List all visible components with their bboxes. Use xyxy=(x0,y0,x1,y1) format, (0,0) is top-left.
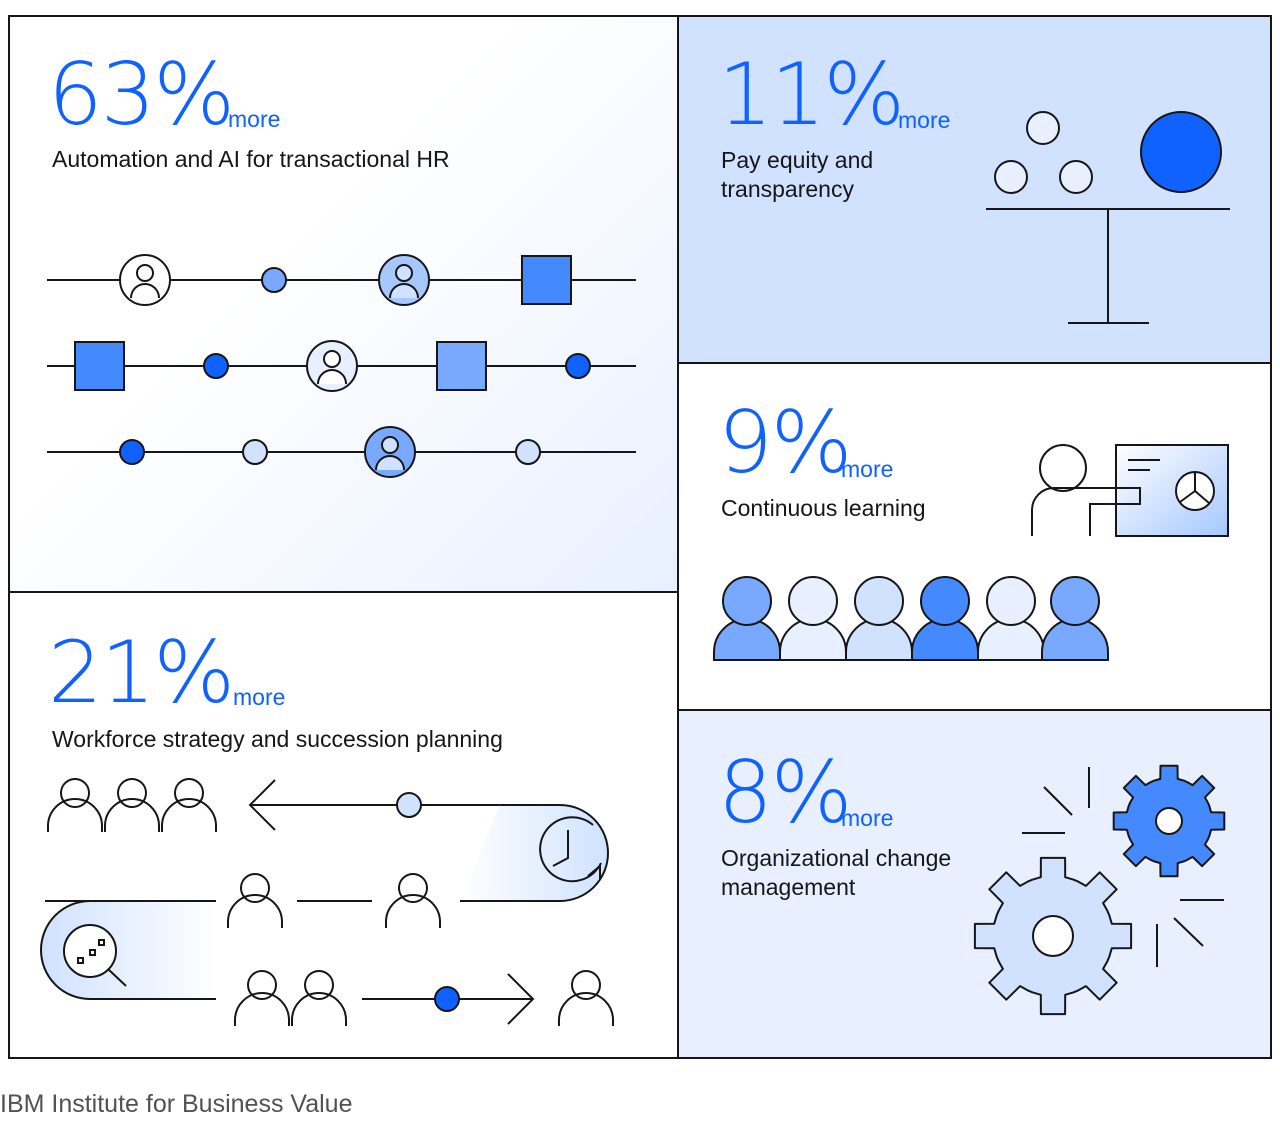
person-icon xyxy=(119,254,171,306)
node-icon xyxy=(396,792,422,818)
stat-label-learning: Continuous learning xyxy=(721,495,926,521)
stat-more-pay-equity: more xyxy=(898,107,951,133)
person-icon xyxy=(1041,576,1109,661)
divider-left-horizontal xyxy=(8,591,678,593)
square-node-icon xyxy=(521,255,572,305)
stat-value-learning: 9% xyxy=(718,393,852,493)
stat-label-workforce: Workforce strategy and succession planni… xyxy=(52,726,503,752)
person-icon xyxy=(104,778,160,832)
person-icon xyxy=(291,970,347,1026)
stat-label-automation: Automation and AI for transactional HR xyxy=(52,146,450,172)
person-icon xyxy=(385,873,441,928)
stat-label-change-line2: management xyxy=(721,874,856,900)
stat-label-pay-equity-line2: transparency xyxy=(721,176,854,202)
divider-vertical xyxy=(677,15,679,1059)
stat-more-automation: more xyxy=(228,106,281,132)
node-icon xyxy=(242,439,268,465)
node-icon xyxy=(119,439,145,465)
node-icon xyxy=(261,267,287,293)
person-icon xyxy=(911,576,979,661)
gear-hole xyxy=(1155,807,1183,835)
person-icon xyxy=(227,873,283,928)
stat-more-change: more xyxy=(841,805,894,831)
person-icon xyxy=(977,576,1045,661)
presenter-icon xyxy=(1031,444,1229,537)
stat-value-change: 8% xyxy=(718,743,852,843)
source-caption: IBM Institute for Business Value xyxy=(0,1090,353,1118)
outer-frame xyxy=(8,15,1272,1059)
stat-more-learning: more xyxy=(841,456,894,482)
divider-right-top xyxy=(678,362,1272,364)
stat-label-change-line1: Organizational change xyxy=(721,845,952,871)
succession-flow-illustration xyxy=(40,778,614,1026)
balance-scale-icon xyxy=(986,111,1230,324)
square-node-icon xyxy=(436,341,487,391)
stat-label-pay-equity-line1: Pay equity and xyxy=(721,147,874,173)
person-icon xyxy=(161,778,217,832)
person-icon xyxy=(845,576,913,661)
clock-icon xyxy=(539,816,602,883)
person-icon xyxy=(558,970,614,1026)
person-icon xyxy=(47,778,103,832)
node-icon xyxy=(434,986,460,1012)
node-icon xyxy=(515,439,541,465)
gears-illustration xyxy=(973,764,1226,1016)
person-icon xyxy=(234,970,290,1026)
stat-value-workforce: 21% xyxy=(48,623,235,723)
stat-value-automation: 63% xyxy=(48,45,235,145)
gear-hole xyxy=(1032,915,1074,957)
person-icon xyxy=(713,576,781,661)
square-node-icon xyxy=(74,341,125,391)
person-icon xyxy=(306,340,358,392)
automation-timeline-illustration xyxy=(47,254,636,478)
stat-value-pay-equity: 11% xyxy=(718,45,905,145)
person-icon xyxy=(378,254,430,306)
person-icon xyxy=(364,426,416,478)
magnifier-icon xyxy=(63,924,127,987)
arrow-icon xyxy=(248,779,500,831)
stat-more-workforce: more xyxy=(233,684,286,710)
node-icon xyxy=(203,353,229,379)
person-icon xyxy=(779,576,847,661)
node-icon xyxy=(565,353,591,379)
divider-right-bottom xyxy=(678,709,1272,711)
audience-icon xyxy=(713,576,1109,661)
